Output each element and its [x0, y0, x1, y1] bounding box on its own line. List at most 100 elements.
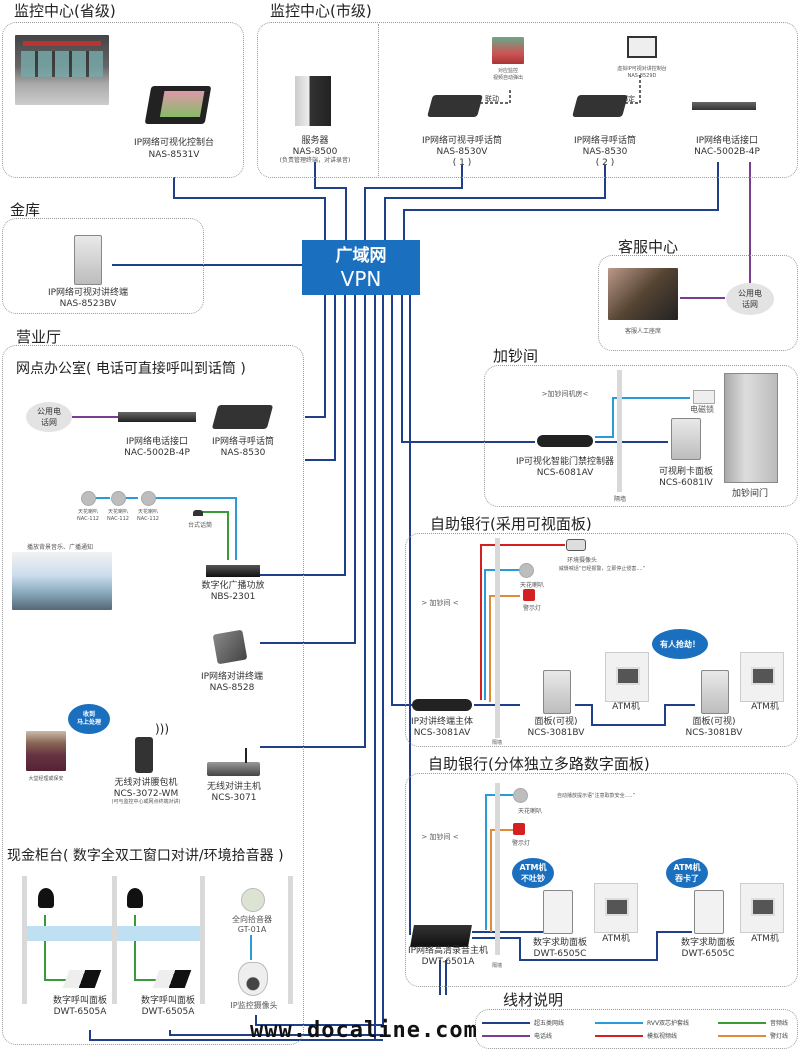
link-label: 联动	[485, 95, 499, 103]
legend-swatch	[595, 1021, 643, 1024]
atm-visual-wall	[495, 538, 500, 738]
wire-phone-if	[403, 162, 719, 240]
intercom-model: NAS-8528	[209, 683, 255, 693]
atm-4-icon	[740, 883, 784, 933]
wire-server	[314, 162, 347, 240]
atm-digital-speaker	[513, 788, 528, 803]
wire-pager-v	[364, 165, 463, 240]
service-caption: 客服人工座席	[624, 328, 662, 335]
ceiling-speaker-2	[111, 491, 126, 506]
lock-label: 电磁锁	[690, 405, 714, 414]
monitor-note: 虚拟IP可视对讲控制台	[617, 66, 667, 72]
atm-digital-alarm-label: 警示灯	[511, 840, 531, 847]
pager-v-name: IP网络可视寻呼话筒	[421, 136, 503, 146]
desk-mic-label: 台式话筒	[187, 522, 213, 529]
counter-glass-1	[27, 926, 112, 941]
wire-cash	[401, 295, 535, 443]
vault-device-name: IP网络可视对讲终端	[47, 288, 129, 298]
wire-intercom	[260, 295, 356, 644]
service-pstn-cloud: 公用电话网	[726, 283, 774, 315]
amp-model: NBS-2301	[210, 592, 256, 602]
help-panel-2-model: DWT-6505C	[681, 949, 735, 959]
pager-v-index: ( 1 )	[452, 158, 472, 168]
legend-label: RVV双芯护套线	[647, 1020, 690, 1027]
monitor-model: NAS-8529D	[627, 73, 657, 79]
server-icon	[295, 76, 331, 126]
bind-label: 绑定	[621, 95, 635, 103]
card-panel-name: 可视刷卡面板	[658, 467, 714, 477]
atm-visual-wall-label: 隔墙	[491, 740, 503, 746]
atm-digital-room-label: > 加钞间 <	[421, 833, 459, 841]
vault-device-model: NAS-8523BV	[59, 299, 117, 309]
atm-visual-speaker-label: 天花喇叭	[519, 582, 545, 589]
cash-wall	[617, 370, 622, 492]
speaker-1-name: 天花喇叭	[77, 509, 99, 515]
bubble-no-cash-l2: 不吐钞	[521, 874, 545, 883]
card-panel-icon	[671, 418, 701, 460]
visual-panel-1-model: NCS-3081BV	[527, 728, 585, 738]
counter-wall-3	[200, 876, 205, 1004]
atm-1-icon	[605, 652, 649, 702]
vault-box	[2, 218, 204, 314]
cash-room-box	[484, 365, 798, 507]
bubble-card-eaten: ATM机 吞卡了	[666, 858, 708, 888]
monitor-wall-photo	[15, 35, 109, 105]
atm-digital-wall	[495, 783, 500, 955]
atm-3-label: ATM机	[602, 934, 630, 944]
atm-visual-host-model: NCS-3081AV	[413, 728, 471, 738]
pickup-mic-icon	[241, 888, 265, 912]
guard-bubble-line1: 收到	[82, 711, 95, 718]
atm-visual-title: 自助银行(采用可视面板)	[430, 515, 592, 533]
visual-console-device	[144, 86, 212, 124]
watermark: www.docaline.com	[250, 1018, 478, 1043]
counter-glass-2	[117, 926, 200, 941]
office-phone-if-icon	[118, 412, 196, 422]
call-panel-1-name: 数字呼叫面板	[52, 996, 108, 1006]
legend-label: 警灯线	[770, 1033, 789, 1040]
office-pager-name: IP网络寻呼话筒	[211, 437, 275, 447]
amplifier-icon	[206, 565, 260, 577]
wire-wireless	[260, 295, 366, 748]
call-panel-1-model: DWT-6505A	[53, 1007, 107, 1017]
env-camera-note: 威慑喊话“已经报警，立即停止侵害....”	[558, 566, 646, 572]
legend-item-video: 模拟视频线	[595, 1031, 677, 1040]
phone-interface-icon	[692, 102, 756, 110]
atm-visual-alarm-icon	[523, 589, 535, 601]
intercom-name: IP网络对讲终端	[200, 672, 264, 682]
office-phone-if-model: NAC-5002B-4P	[124, 448, 190, 458]
office-title: 网点办公室( 电话可直接呼叫到话筒 )	[16, 361, 246, 377]
card-panel-model: NCS-6081IV	[659, 478, 713, 488]
bg-music-note: 播放背景音乐、广播通知	[26, 544, 94, 551]
legend-item-rvv: RVV双芯护套线	[595, 1018, 689, 1027]
wireless-signal-icon: )))	[155, 722, 170, 736]
atm-2-label: ATM机	[751, 702, 779, 712]
ip-phone-icon	[212, 629, 248, 665]
atm-3-icon	[594, 883, 638, 933]
walkie-name: 无线对讲腰包机	[114, 778, 178, 788]
legend-swatch	[718, 1034, 766, 1037]
vault-intercom-icon	[74, 235, 102, 285]
atm-visual-room-label: > 加钞间 <	[421, 599, 459, 607]
speaker-3-name: 天花喇叭	[137, 509, 159, 515]
atm-digital-box	[405, 773, 798, 987]
legend-label: 电话线	[534, 1033, 553, 1040]
cash-room-label: >加钞间机房<	[541, 390, 589, 398]
wireless-host-name: 无线对讲主机	[206, 782, 262, 792]
legend-swatch	[482, 1034, 530, 1037]
atm-1-label: ATM机	[612, 702, 640, 712]
call-panel-2-icon	[152, 970, 192, 988]
controller-name: IP可视化智能门禁控制器	[515, 457, 615, 467]
visual-panel-2-model: NCS-3081BV	[685, 728, 743, 738]
counter-wall-1	[22, 876, 27, 1004]
atm-visual-speaker	[519, 563, 534, 578]
city-box	[257, 22, 798, 178]
provincial-device-name: IP网络可视化控制台	[133, 138, 215, 148]
bubble-card-eaten-l1: ATM机	[673, 863, 701, 872]
ceiling-speaker-1	[81, 491, 96, 506]
wire-hall-mid	[305, 295, 336, 461]
robbery-bubble: 有人抢劫！	[652, 629, 708, 659]
hall-box	[2, 345, 304, 1045]
help-panel-1-model: DWT-6505C	[533, 949, 587, 959]
legend-item-audio: 音频线	[718, 1018, 788, 1027]
office-phone-if-name: IP网络电话接口	[125, 437, 189, 447]
